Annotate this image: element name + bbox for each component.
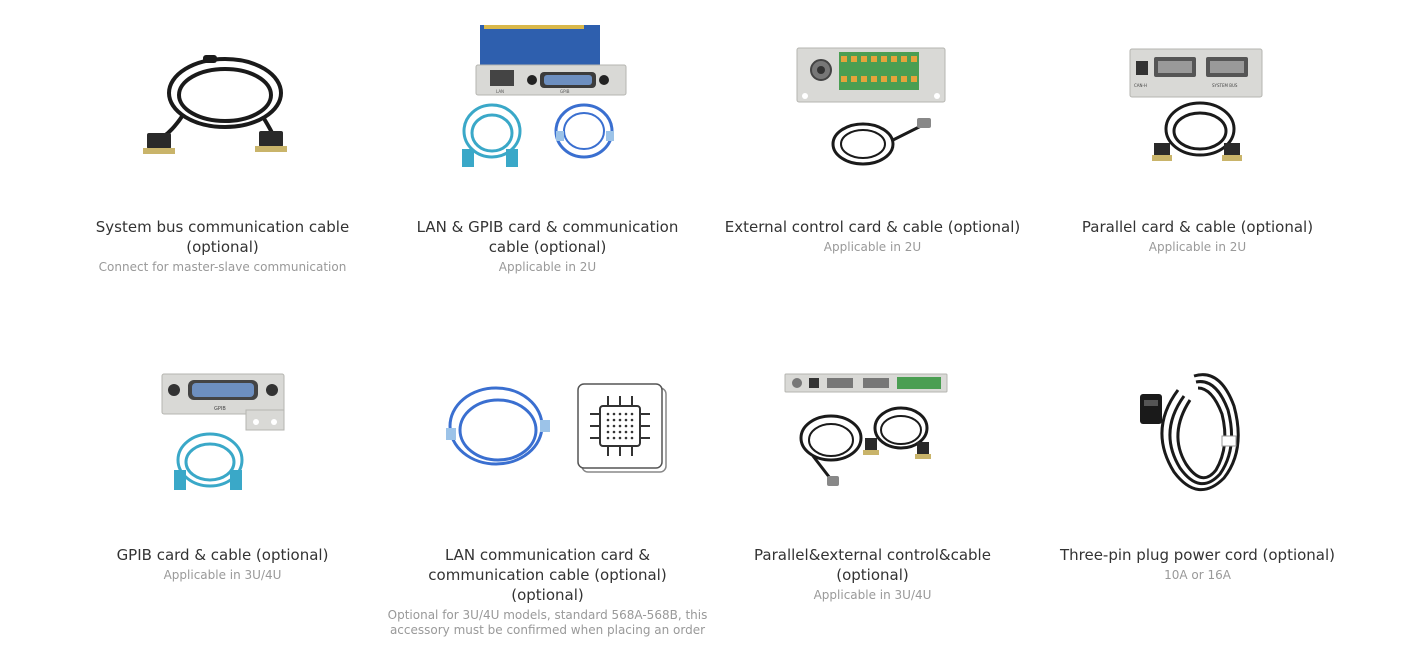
lan-label: LAN (496, 89, 504, 94)
product-description: Connect for master-slave communication (98, 260, 347, 274)
parallel-external-control-image (743, 337, 1003, 527)
product-card[interactable]: External control card & cable (optional)… (710, 0, 1035, 320)
product-description: Applicable in 3U/4U (813, 588, 932, 602)
can-label: CAN-H (1134, 83, 1147, 88)
product-description: Applicable in 2U (823, 240, 922, 254)
gpib-card-label: GPIB (214, 406, 226, 412)
product-card[interactable]: LAN GPIB LAN & GPIB card & communication… (385, 0, 710, 320)
product-title[interactable]: Parallel card & cable (optional) (1081, 218, 1314, 236)
product-card[interactable]: CAN-H SYSTEM BUS Parallel card & cable (… (1035, 0, 1360, 320)
product-card[interactable]: GPIB GPIB card & cable (optional) Applic… (60, 320, 385, 655)
gpib-card-image: GPIB (93, 337, 353, 527)
product-title[interactable]: System bus communication cable (optional… (95, 218, 350, 256)
lan-card-chip-image (418, 337, 678, 527)
lan-gpib-card-image: LAN GPIB (418, 10, 678, 200)
parallel-card-image: CAN-H SYSTEM BUS (1068, 10, 1328, 200)
product-description: Applicable in 3U/4U (163, 568, 282, 582)
product-title[interactable]: Three-pin plug power cord (optional) (1059, 546, 1336, 564)
product-description: Applicable in 2U (1148, 240, 1247, 254)
system-bus-cable-image (93, 10, 353, 200)
product-card[interactable]: LAN communication card & communication c… (385, 320, 710, 655)
product-description: Optional for 3U/4U models, standard 568A… (387, 608, 708, 637)
product-card[interactable]: Parallel&external control&cable (optiona… (710, 320, 1035, 655)
product-title[interactable]: GPIB card & cable (optional) (116, 546, 329, 564)
accessories-grid: System bus communication cable (optional… (60, 0, 1360, 655)
product-card[interactable]: System bus communication cable (optional… (60, 0, 385, 320)
power-cord-image (1068, 337, 1328, 527)
product-description: Applicable in 2U (498, 260, 597, 274)
product-title[interactable]: External control card & cable (optional) (724, 218, 1021, 236)
product-card[interactable]: Three-pin plug power cord (optional) 10A… (1035, 320, 1360, 655)
product-title[interactable]: LAN & GPIB card & communication cable (o… (416, 218, 679, 256)
external-control-card-image (743, 10, 1003, 200)
product-title[interactable]: LAN communication card & communication c… (428, 546, 667, 604)
chip-icon (576, 383, 667, 473)
gpib-label: GPIB (560, 89, 570, 94)
system-bus-label: SYSTEM BUS (1212, 83, 1238, 88)
product-description: 10A or 16A (1164, 568, 1231, 582)
product-title[interactable]: Parallel&external control&cable (optiona… (754, 546, 991, 584)
